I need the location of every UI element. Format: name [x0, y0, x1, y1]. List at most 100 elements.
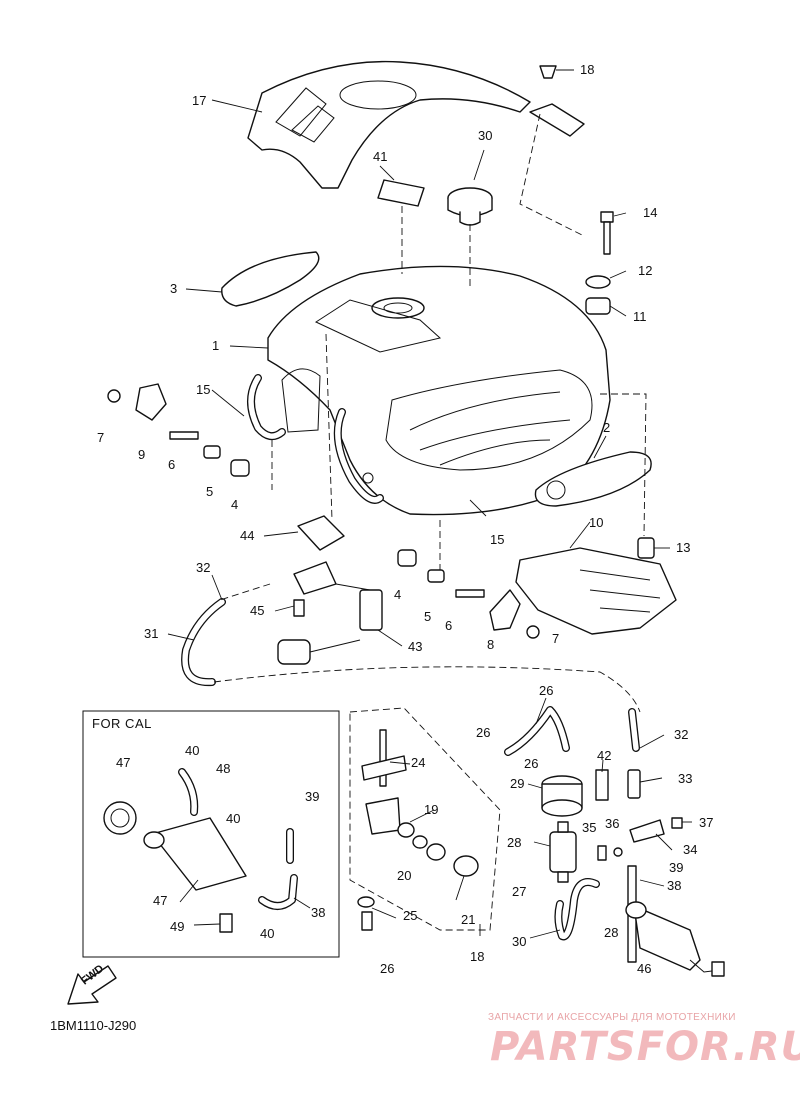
- side-cover-10: [515, 547, 677, 635]
- callout-28: 29: [510, 776, 525, 791]
- callout-22: 24: [411, 755, 426, 770]
- cover-part-16: [247, 60, 531, 189]
- leader-lines: [167, 69, 692, 939]
- label-part-41: [377, 179, 425, 207]
- inset-parts: [103, 768, 298, 933]
- watermark-tagline: ЗАПЧАСТИ И АКСЕССУАРЫ ДЛЯ МОТОТЕХНИКИ: [488, 1012, 736, 1023]
- callout-42: 42: [597, 748, 612, 763]
- damper-4b: [397, 549, 417, 567]
- callout-4a: 4: [231, 497, 239, 512]
- callout-36: 36: [605, 816, 620, 831]
- callout-26a: 26: [476, 725, 491, 740]
- callout-5b: 5: [424, 609, 432, 624]
- fuel-filter-28: [541, 775, 583, 817]
- callout-14: 14: [643, 205, 658, 220]
- damper-4: [230, 459, 250, 477]
- screw-24: [361, 911, 373, 931]
- callout-19: 19: [424, 802, 439, 817]
- callout-13: 13: [676, 540, 691, 555]
- fwd-arrow: [67, 965, 117, 1005]
- callout-23: 25: [403, 908, 418, 923]
- callout-21: 21: [461, 912, 476, 927]
- bracket-8: [489, 589, 521, 631]
- washer-23: [357, 896, 375, 908]
- screw-35: [597, 845, 607, 861]
- callout-24: 26: [380, 961, 395, 976]
- emblem-2: [534, 451, 652, 507]
- fuel-filter-27: [549, 821, 577, 883]
- callout-33: 33: [678, 771, 693, 786]
- fitting-42: [595, 769, 609, 801]
- callout-49: 49: [170, 919, 185, 934]
- callout-31: 31: [144, 626, 159, 641]
- callout-7b: 7: [552, 631, 560, 646]
- callout-7a: 7: [97, 430, 105, 445]
- callout-15b: 15: [490, 532, 505, 547]
- callout-3: 3: [170, 281, 178, 296]
- callout-26c: 27: [512, 884, 527, 899]
- callout-16: 17: [192, 93, 207, 108]
- bracket-9: [135, 383, 167, 421]
- o-ring-20: [412, 835, 428, 849]
- callout-46: 46: [637, 961, 652, 976]
- filter-screen: [426, 843, 446, 861]
- callout-38a: 38: [667, 878, 682, 893]
- canister-46: [625, 901, 725, 977]
- tank-cap-30: [447, 187, 493, 226]
- collar-5b: [427, 569, 445, 583]
- callout-20: 20: [397, 868, 412, 883]
- grommet-7b: [526, 625, 540, 639]
- valve-33: [627, 769, 641, 799]
- callout-40a: 40: [185, 743, 200, 758]
- washer-36: [613, 847, 623, 857]
- callout-48: 47: [116, 755, 131, 770]
- callout-39a: 39: [669, 860, 684, 875]
- callout-11: 11: [633, 309, 647, 324]
- callout-8: 8: [487, 637, 495, 652]
- callout-9: 9: [138, 447, 146, 462]
- bolt-6: [169, 431, 199, 440]
- damper-11: [585, 297, 611, 315]
- callout-17: 18: [580, 62, 595, 77]
- callout-37: 37: [699, 815, 714, 830]
- knee-pad-3: [221, 251, 320, 307]
- plate-44: [297, 515, 345, 551]
- callout-26d: 28: [604, 925, 619, 940]
- bolt-14: [600, 211, 614, 255]
- plate-21: [453, 855, 479, 877]
- callout-6a: 6: [168, 457, 176, 472]
- callout-41: 41: [373, 149, 388, 164]
- callout-50: 48: [216, 761, 231, 776]
- callout-43: 43: [408, 639, 423, 654]
- callout-32b: 32: [674, 727, 689, 742]
- callout-25: 26: [539, 683, 554, 698]
- callout-38b: 38: [311, 905, 326, 920]
- fuel-tank-1: [267, 265, 611, 516]
- callout-34: 34: [683, 842, 698, 857]
- collar-13: [637, 537, 655, 559]
- callout-29: 30: [512, 934, 527, 949]
- bolt-6b: [455, 589, 485, 598]
- callout-47: 47: [153, 893, 168, 908]
- callout-18: 18: [470, 949, 485, 964]
- petcock-22: [361, 729, 407, 835]
- callout-26b: 26: [524, 756, 539, 771]
- bracket-34: [629, 819, 665, 843]
- bolt-45: [293, 599, 305, 617]
- callout-10: 10: [589, 515, 604, 530]
- washer-12: [585, 275, 611, 289]
- callout-12: 12: [638, 263, 653, 278]
- callout-5a: 5: [206, 484, 214, 499]
- watermark-brand: PARTSFOR.RU: [490, 1024, 800, 1070]
- callout-2: 2: [603, 420, 611, 435]
- callout-15a: 15: [196, 382, 211, 397]
- o-ring-19: [397, 822, 415, 838]
- callout-44: 44: [240, 528, 255, 543]
- inset-title: FOR CAL: [92, 716, 152, 731]
- callout-40c: 40: [260, 926, 275, 941]
- callout-6b: 6: [445, 618, 453, 633]
- group-outline-18: [349, 707, 501, 931]
- screw-37: [671, 817, 683, 829]
